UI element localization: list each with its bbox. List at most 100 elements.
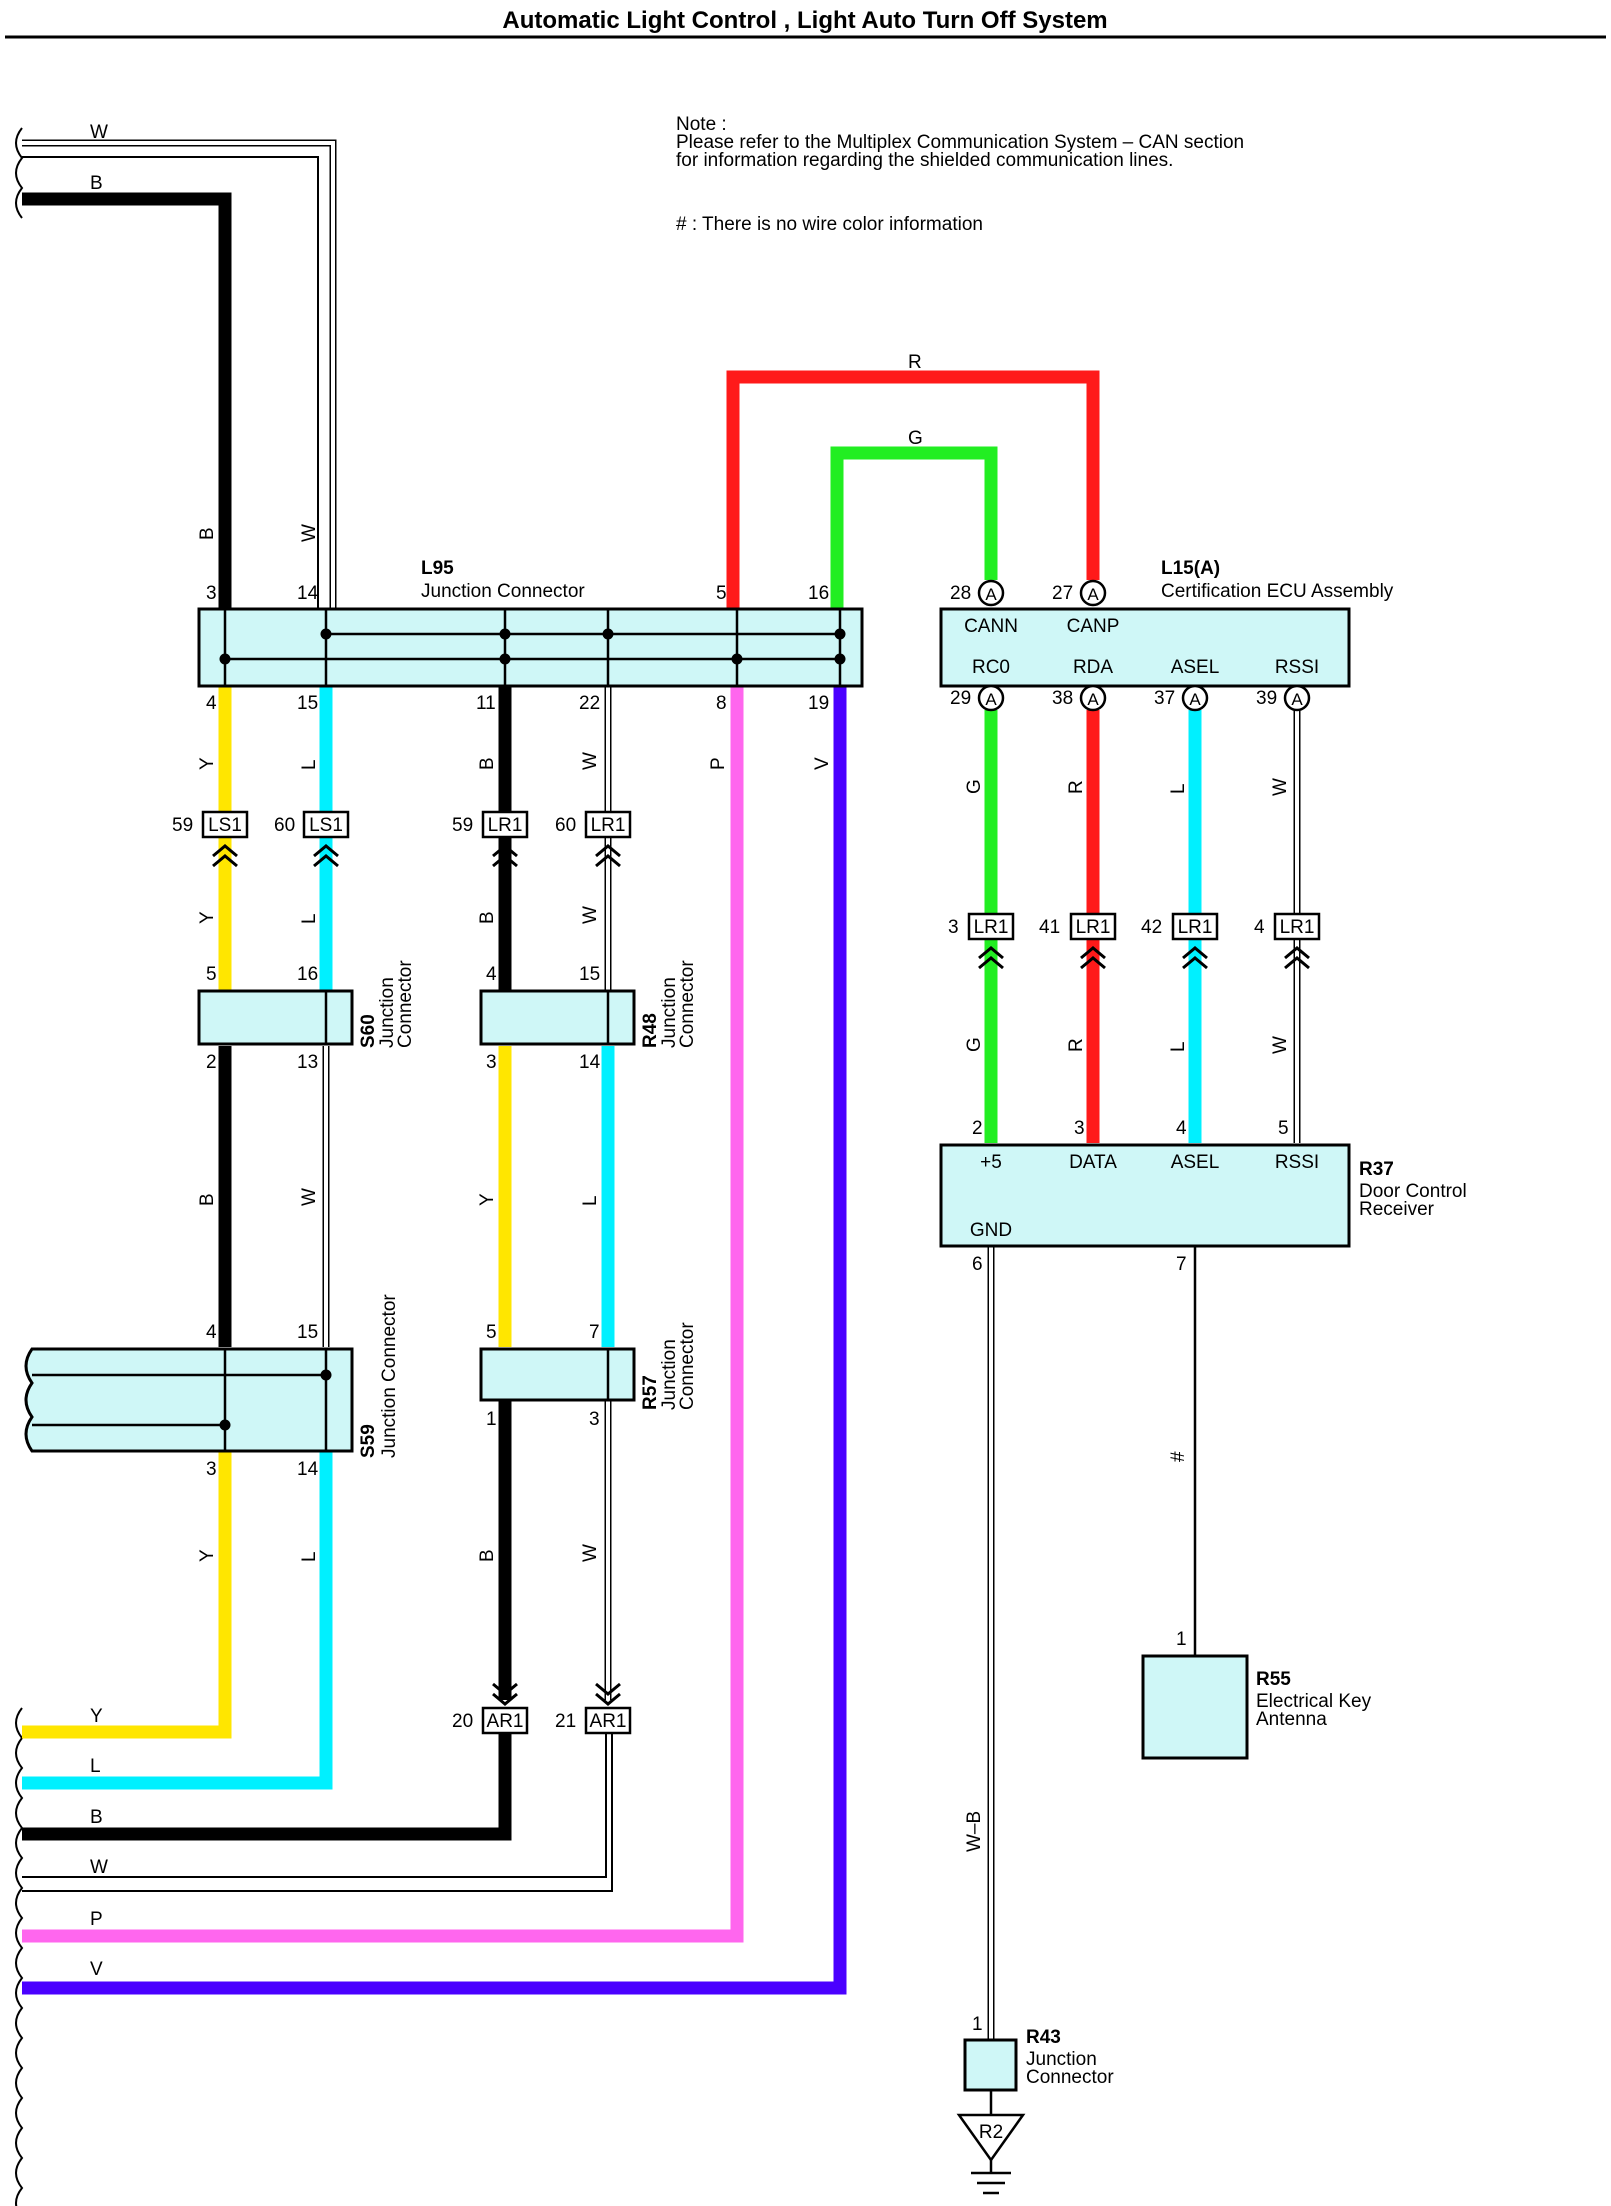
- svg-text:37: 37: [1154, 688, 1175, 709]
- svg-text:W: W: [580, 906, 601, 924]
- svg-text:LS1: LS1: [208, 815, 242, 836]
- svg-text:22: 22: [579, 693, 600, 714]
- s60-junction-connector: S60 Junction Connector: [197, 960, 416, 1048]
- svg-text:Connector: Connector: [1026, 2067, 1114, 2088]
- r55-electrical-key-antenna: R55 Electrical Key Antenna: [1141, 1654, 1372, 1760]
- svg-text:W: W: [299, 1188, 320, 1206]
- svg-text:LR1: LR1: [1178, 917, 1213, 938]
- svg-text:W: W: [580, 752, 601, 770]
- connector-lr1-59: LR1: [481, 810, 529, 839]
- svg-text:5: 5: [1278, 1118, 1289, 1139]
- svg-text:B: B: [197, 527, 218, 540]
- svg-text:14: 14: [579, 1052, 601, 1073]
- connector-ar1-20: AR1: [481, 1706, 529, 1735]
- svg-text:W: W: [299, 524, 320, 542]
- wires: [22, 139, 1301, 2115]
- svg-text:W: W: [90, 1857, 108, 1878]
- svg-text:15: 15: [579, 964, 600, 985]
- svg-text:19: 19: [808, 693, 829, 714]
- l95-code: L95: [421, 558, 454, 579]
- svg-text:Door Control: Door Control: [1359, 1181, 1467, 1202]
- svg-text:Receiver: Receiver: [1359, 1199, 1435, 1220]
- svg-text:5: 5: [206, 964, 217, 985]
- pin-numbers: 3 14 5 16 4 15 11 22 8 19 28 27 29 38 37…: [172, 583, 1289, 2035]
- svg-text:16: 16: [808, 583, 829, 604]
- svg-text:Junction: Junction: [659, 1339, 680, 1410]
- svg-text:6: 6: [972, 1254, 983, 1275]
- svg-text:5: 5: [486, 1322, 497, 1343]
- l15-pin-canp: CANP: [1067, 616, 1120, 637]
- wire-color-labels: W B R G Y L B W P V B W Y L B W P V Y L …: [90, 122, 1291, 1980]
- r37-pin-rssi: RSSI: [1275, 1152, 1319, 1173]
- note-no-color: # : There is no wire color information: [676, 214, 983, 235]
- svg-text:16: 16: [297, 964, 318, 985]
- svg-text:Y: Y: [197, 1549, 218, 1562]
- r43-junction-connector: R43 Junction Connector: [963, 2027, 1114, 2092]
- svg-text:Antenna: Antenna: [1256, 1709, 1327, 1730]
- connector-ar1-21: AR1: [584, 1706, 632, 1735]
- svg-text:59: 59: [452, 815, 473, 836]
- r37-door-control-receiver: +5 DATA ASEL RSSI GND R37 Door Control R…: [939, 1143, 1467, 1248]
- wire-w-top: [22, 139, 337, 611]
- svg-text:Electrical Key: Electrical Key: [1256, 1691, 1372, 1712]
- svg-text:V: V: [812, 757, 833, 770]
- svg-text:R: R: [1066, 1038, 1087, 1052]
- svg-text:3: 3: [206, 1459, 217, 1480]
- svg-text:4: 4: [486, 964, 497, 985]
- svg-text:Y: Y: [477, 1193, 498, 1206]
- svg-text:A: A: [1291, 690, 1303, 709]
- svg-text:29: 29: [950, 688, 971, 709]
- svg-text:4: 4: [1254, 917, 1265, 938]
- break-marks: [15, 127, 40, 2206]
- svg-text:Junction Connector: Junction Connector: [379, 1294, 400, 1458]
- svg-text:V: V: [90, 1959, 103, 1980]
- ground-symbol: R2: [956, 2113, 1026, 2195]
- svg-text:15: 15: [297, 693, 318, 714]
- svg-text:41: 41: [1039, 917, 1060, 938]
- l15-certification-ecu: L15(A) Certification ECU Assembly CANN C…: [939, 558, 1394, 712]
- r57-code: R57: [640, 1375, 661, 1410]
- l95-junction-connector: L95 Junction Connector: [197, 558, 864, 688]
- svg-text:LR1: LR1: [1076, 917, 1111, 938]
- svg-text:4: 4: [206, 693, 217, 714]
- wire-v: [22, 685, 847, 1995]
- svg-text:42: 42: [1141, 917, 1162, 938]
- svg-text:3: 3: [1074, 1118, 1085, 1139]
- svg-text:AR1: AR1: [487, 1711, 524, 1732]
- svg-text:Junction: Junction: [1026, 2049, 1097, 2070]
- svg-text:G: G: [964, 779, 985, 794]
- svg-text:4: 4: [206, 1322, 217, 1343]
- note-text-2: for information regarding the shielded c…: [676, 150, 1173, 171]
- note-heading: Note :: [676, 114, 727, 135]
- wire-p: [22, 685, 744, 1943]
- note-text-1: Please refer to the Multiplex Communicat…: [676, 132, 1244, 153]
- svg-text:Connector: Connector: [395, 960, 416, 1048]
- l15-pin-asel: ASEL: [1171, 657, 1220, 678]
- svg-text:3: 3: [206, 583, 217, 604]
- connector-lr1-3: LR1: [967, 912, 1015, 941]
- r55-code: R55: [1256, 1669, 1291, 1690]
- svg-text:8: 8: [716, 693, 727, 714]
- svg-text:7: 7: [589, 1322, 600, 1343]
- svg-text:4: 4: [1176, 1118, 1187, 1139]
- svg-text:R: R: [908, 352, 922, 373]
- svg-text:21: 21: [555, 1711, 576, 1732]
- svg-text:2: 2: [206, 1052, 217, 1073]
- svg-text:3: 3: [948, 917, 959, 938]
- r48-junction-connector: R48 Junction Connector: [479, 960, 698, 1048]
- svg-text:W: W: [580, 1544, 601, 1562]
- wire-r-canp: [726, 370, 1100, 611]
- svg-text:3: 3: [486, 1052, 497, 1073]
- r37-code: R37: [1359, 1159, 1394, 1180]
- svg-text:LR1: LR1: [488, 815, 523, 836]
- ground-code: R2: [979, 2122, 1003, 2143]
- svg-text:27: 27: [1052, 583, 1073, 604]
- wire-b-top: [22, 192, 232, 611]
- page-title: Automatic Light Control , Light Auto Tur…: [502, 7, 1107, 34]
- svg-text:L: L: [299, 759, 320, 770]
- r57-junction-connector: R57 Junction Connector: [479, 1322, 698, 1410]
- svg-text:59: 59: [172, 815, 193, 836]
- svg-text:A: A: [1087, 585, 1099, 604]
- svg-text:L: L: [1168, 1041, 1189, 1052]
- svg-text:14: 14: [297, 1459, 319, 1480]
